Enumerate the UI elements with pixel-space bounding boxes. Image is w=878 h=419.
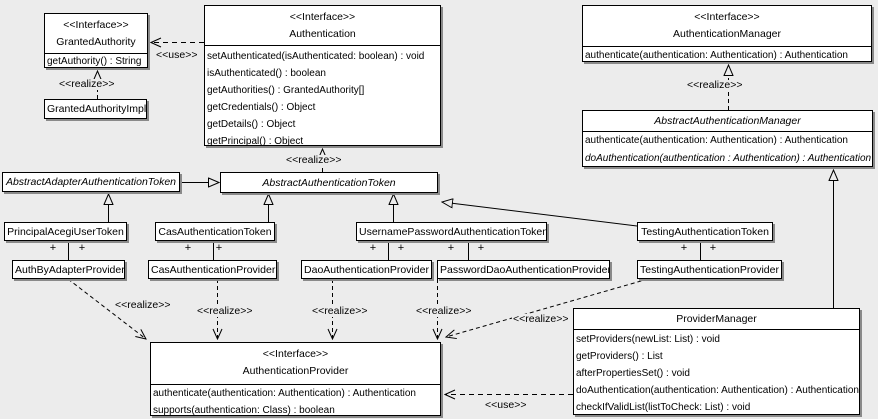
multiplicity-plus: + — [369, 242, 377, 254]
realize-label: <<realize>> — [686, 79, 744, 91]
method-label: supports(authentication: Class) : boolea… — [153, 405, 335, 416]
class-auth-by-adapter-provider[interactable]: AuthByAdapterProvider — [12, 260, 125, 279]
class-name: PasswordDaoAuthenticationProvider — [440, 263, 609, 276]
realize-label: <<realize>> — [196, 305, 254, 317]
class-name: TestingAuthenticationToken — [641, 225, 769, 238]
class-authentication-manager[interactable]: <<Interface>> AuthenticationManager auth… — [582, 5, 872, 62]
class-name: AuthByAdapterProvider — [15, 263, 124, 276]
method-label: getAuthorities() : GrantedAuthority[] — [207, 85, 365, 96]
class-testing-authentication-provider[interactable]: TestingAuthenticationProvider — [637, 260, 782, 279]
class-principal-acegi-user-token[interactable]: PrincipalAcegiUserToken — [4, 222, 127, 241]
class-abstract-authentication-token[interactable]: AbstractAuthenticationToken — [220, 172, 438, 193]
realize-label: <<realize>> — [285, 154, 343, 166]
class-username-password-authentication-token[interactable]: UsernamePasswordAuthenticationToken — [356, 222, 547, 241]
method-label: isAuthenticated() : boolean — [207, 68, 326, 79]
multiplicity-plus: + — [709, 242, 717, 254]
multiplicity-plus: + — [184, 242, 192, 254]
realize-testingprovider-line — [446, 278, 649, 337]
realize-label: <<realize>> — [114, 299, 172, 311]
stereotype-label: <<Interface>> — [262, 348, 329, 360]
class-dao-authentication-provider[interactable]: DaoAuthenticationProvider — [301, 260, 432, 279]
class-name: AuthenticationProvider — [242, 364, 349, 377]
class-testing-authentication-token[interactable]: TestingAuthenticationToken — [637, 222, 773, 241]
method-label-abstract: doAuthentication(authentication : Authen… — [585, 153, 872, 164]
class-name: Authentication — [289, 27, 356, 40]
method-label: getPrincipal() : Object — [207, 136, 304, 147]
method-label: doAuthentication(authentication: Authent… — [576, 385, 859, 396]
realize-label: <<realize>> — [311, 305, 369, 317]
class-provider-manager[interactable]: ProviderManager setProviders(newList: Li… — [573, 308, 860, 415]
class-granted-authority-impl[interactable]: GrantedAuthorityImpl — [44, 99, 147, 119]
method-label: getProviders() : List — [576, 351, 663, 362]
generalization-testing-token-line — [442, 202, 638, 227]
class-cas-authentication-provider[interactable]: CasAuthenticationProvider — [148, 260, 277, 279]
class-cas-authentication-token[interactable]: CasAuthenticationToken — [155, 222, 275, 241]
class-name: TestingAuthenticationProvider — [640, 263, 779, 276]
class-name: AbstractAuthenticationManager — [654, 115, 801, 127]
class-name: UsernamePasswordAuthenticationToken — [359, 225, 546, 238]
class-name: AbstractAuthenticationToken — [262, 176, 396, 189]
method-label: checkIfValidList(listToCheck: List) : vo… — [576, 402, 751, 413]
class-abstract-authentication-manager[interactable]: AbstractAuthenticationManager authentica… — [582, 110, 873, 167]
class-name: CasAuthenticationProvider — [151, 263, 276, 276]
multiplicity-plus: + — [78, 242, 86, 254]
method-label: afterPropertiesSet() : void — [576, 368, 690, 379]
multiplicity-plus: + — [397, 242, 405, 254]
method-label: setAuthenticated(isAuthenticated: boolea… — [207, 51, 425, 62]
class-password-dao-authentication-provider[interactable]: PasswordDaoAuthenticationProvider — [437, 260, 610, 279]
realize-authbyadapter-line — [67, 278, 146, 339]
class-name: CasAuthenticationToken — [158, 225, 272, 238]
class-name: PrincipalAcegiUserToken — [7, 225, 124, 238]
realize-label: <<realize>> — [58, 78, 116, 90]
method-label: getDetails() : Object — [207, 119, 296, 130]
class-authentication-provider[interactable]: <<Interface>> AuthenticationProvider aut… — [150, 342, 441, 416]
realize-label: <<realize>> — [512, 313, 570, 325]
multiplicity-plus: + — [215, 242, 223, 254]
multiplicity-plus: + — [477, 242, 485, 254]
multiplicity-plus: + — [447, 242, 455, 254]
method-label: getCredentials() : Object — [207, 102, 316, 113]
method-label: setProviders(newList: List) : void — [576, 334, 720, 345]
method-label: authenticate(authentication: Authenticat… — [585, 50, 848, 61]
stereotype-label: <<Interface>> — [694, 11, 760, 23]
use-label: <<use>> — [484, 399, 528, 411]
class-name: ProviderManager — [676, 313, 757, 325]
realize-label: <<realize>> — [415, 305, 473, 317]
class-name: AbstractAdapterAuthenticationToken — [5, 176, 177, 188]
method-label: authenticate(authentication: Authenticat… — [153, 388, 416, 399]
multiplicity-plus: + — [49, 242, 57, 254]
stereotype-label: <<Interface>> — [63, 19, 129, 31]
method-label: authenticate(authentication: Authenticat… — [585, 135, 848, 146]
stereotype-label: <<Interface>> — [289, 11, 356, 23]
class-abstract-adapter-authentication-token[interactable]: AbstractAdapterAuthenticationToken — [2, 172, 180, 192]
multiplicity-plus: + — [680, 242, 688, 254]
class-name: AuthenticationManager — [673, 27, 781, 40]
class-granted-authority[interactable]: <<Interface>> GrantedAuthority getAuthor… — [44, 13, 148, 68]
method-label: getAuthority() : String — [47, 56, 142, 67]
class-name: DaoAuthenticationProvider — [304, 263, 429, 276]
class-name: GrantedAuthorityImpl — [47, 103, 146, 115]
class-authentication[interactable]: <<Interface>> Authentication setAuthenti… — [204, 5, 441, 147]
use-label: <<use>> — [155, 49, 199, 61]
class-name: GrantedAuthority — [56, 35, 136, 48]
